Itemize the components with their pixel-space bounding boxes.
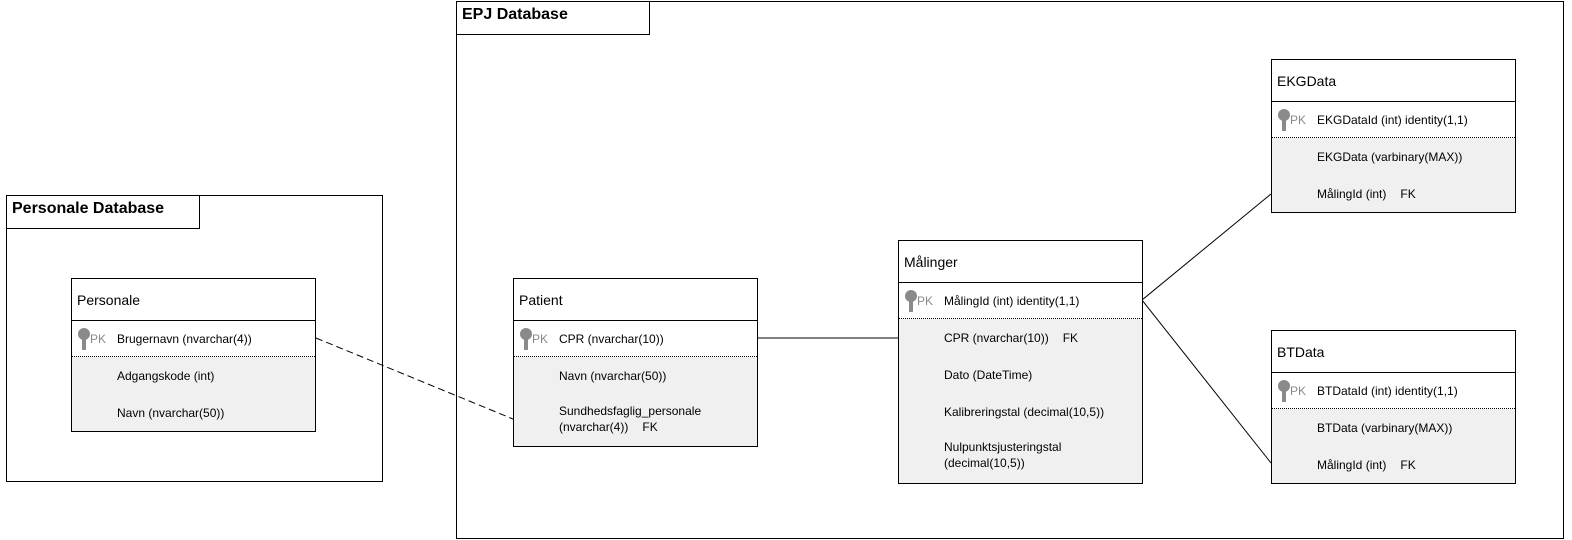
package-title: EPJ Database [457, 2, 650, 35]
field-text: MålingId (int) [1317, 186, 1387, 201]
fk-label: FK [1062, 330, 1079, 345]
package-title: Personale Database [7, 196, 200, 229]
primary-key-row: PK CPR (nvarchar(10)) [514, 321, 757, 357]
pk-label: PK [917, 293, 934, 308]
entity-title: EKGData [1272, 60, 1515, 102]
entity-title: Patient [514, 279, 757, 321]
field-row: Dato (DateTime) [899, 356, 1142, 393]
field-row: EKGData (varbinary(MAX)) [1272, 138, 1515, 175]
entity-patient[interactable]: Patient PK CPR (nvarchar(10)) Navn (nvar… [513, 278, 758, 447]
relationship-personale-patient [315, 337, 514, 420]
pk-field: EKGDataId (int) identity(1,1) [1317, 112, 1468, 127]
relationship-malinger-ekgdata [1141, 193, 1272, 301]
field-row: BTData (varbinary(MAX)) [1272, 409, 1515, 446]
field-line: Sundhedsfaglig_personale [559, 404, 702, 418]
field-row: Navn (nvarchar(50)) [72, 394, 315, 431]
field-row: MålingId (int) FK [1272, 446, 1515, 483]
field: Navn (nvarchar(50)) [117, 405, 225, 420]
primary-key-row: PK BTDataId (int) identity(1,1) [1272, 373, 1515, 409]
pk-label: PK [90, 331, 107, 346]
field-row: Sundhedsfaglig_personale (nvarchar(4)) FK [514, 394, 757, 444]
pk-field: BTDataId (int) identity(1,1) [1317, 383, 1458, 398]
key-icon [905, 289, 917, 312]
fk-field: CPR (nvarchar(10)) FK [944, 331, 1078, 345]
field-line: (decimal(10,5)) [944, 456, 1025, 470]
field-row: CPR (nvarchar(10)) FK [899, 319, 1142, 356]
key-icon [78, 327, 90, 350]
field-row: Adgangskode (int) [72, 357, 315, 394]
field: Nulpunktsjusteringstal (decimal(10,5)) [944, 439, 1061, 471]
field: Dato (DateTime) [944, 367, 1033, 382]
key-icon [1278, 379, 1290, 402]
field: BTData (varbinary(MAX)) [1317, 420, 1453, 435]
field: Adgangskode (int) [117, 368, 215, 383]
field-line: (nvarchar(4)) [559, 420, 629, 434]
personale-database-package: Personale Database [6, 195, 383, 482]
field-row: MålingId (int) FK [1272, 175, 1515, 212]
pk-field: MålingId (int) identity(1,1) [944, 293, 1080, 308]
pk-label: PK [1290, 112, 1307, 127]
field-row: Kalibreringstal (decimal(10,5)) [899, 393, 1142, 430]
field-row: Navn (nvarchar(50)) [514, 357, 757, 394]
key-icon [520, 327, 532, 350]
field: Navn (nvarchar(50)) [559, 368, 667, 383]
pk-label: PK [532, 331, 549, 346]
field-text: MålingId (int) [1317, 457, 1387, 472]
pk-label: PK [1290, 383, 1307, 398]
entity-btdata[interactable]: BTData PK BTDataId (int) identity(1,1) B… [1271, 330, 1516, 484]
relationship-malinger-btdata [1141, 299, 1272, 464]
entity-title: Personale [72, 279, 315, 321]
entity-malinger[interactable]: Målinger PK MålingId (int) identity(1,1)… [898, 240, 1143, 484]
fk-label: FK [1400, 457, 1416, 472]
fk-label: FK [1400, 186, 1416, 201]
field-row: Nulpunktsjusteringstal (decimal(10,5)) [899, 430, 1142, 480]
field: EKGData (varbinary(MAX)) [1317, 149, 1463, 164]
primary-key-row: PK MålingId (int) identity(1,1) [899, 283, 1142, 319]
fk-field: MålingId (int) FK [1317, 458, 1416, 472]
field-line: Nulpunktsjusteringstal [944, 440, 1062, 454]
pk-field: CPR (nvarchar(10)) [559, 331, 664, 346]
entity-ekgdata[interactable]: EKGData PK EKGDataId (int) identity(1,1)… [1271, 59, 1516, 213]
fk-label: FK [642, 420, 658, 434]
key-icon [1278, 108, 1290, 131]
field: Kalibreringstal (decimal(10,5)) [944, 404, 1105, 419]
pk-field: Brugernavn (nvarchar(4)) [117, 331, 252, 346]
entity-title: Målinger [899, 241, 1142, 283]
field-text: CPR (nvarchar(10)) [944, 330, 1049, 345]
fk-field: MålingId (int) FK [1317, 187, 1416, 201]
entity-personale[interactable]: Personale PK Brugernavn (nvarchar(4)) Ad… [71, 278, 316, 432]
primary-key-row: PK EKGDataId (int) identity(1,1) [1272, 102, 1515, 138]
primary-key-row: PK Brugernavn (nvarchar(4)) [72, 321, 315, 357]
entity-title: BTData [1272, 331, 1515, 373]
fk-field: Sundhedsfaglig_personale (nvarchar(4)) FK [559, 403, 701, 435]
